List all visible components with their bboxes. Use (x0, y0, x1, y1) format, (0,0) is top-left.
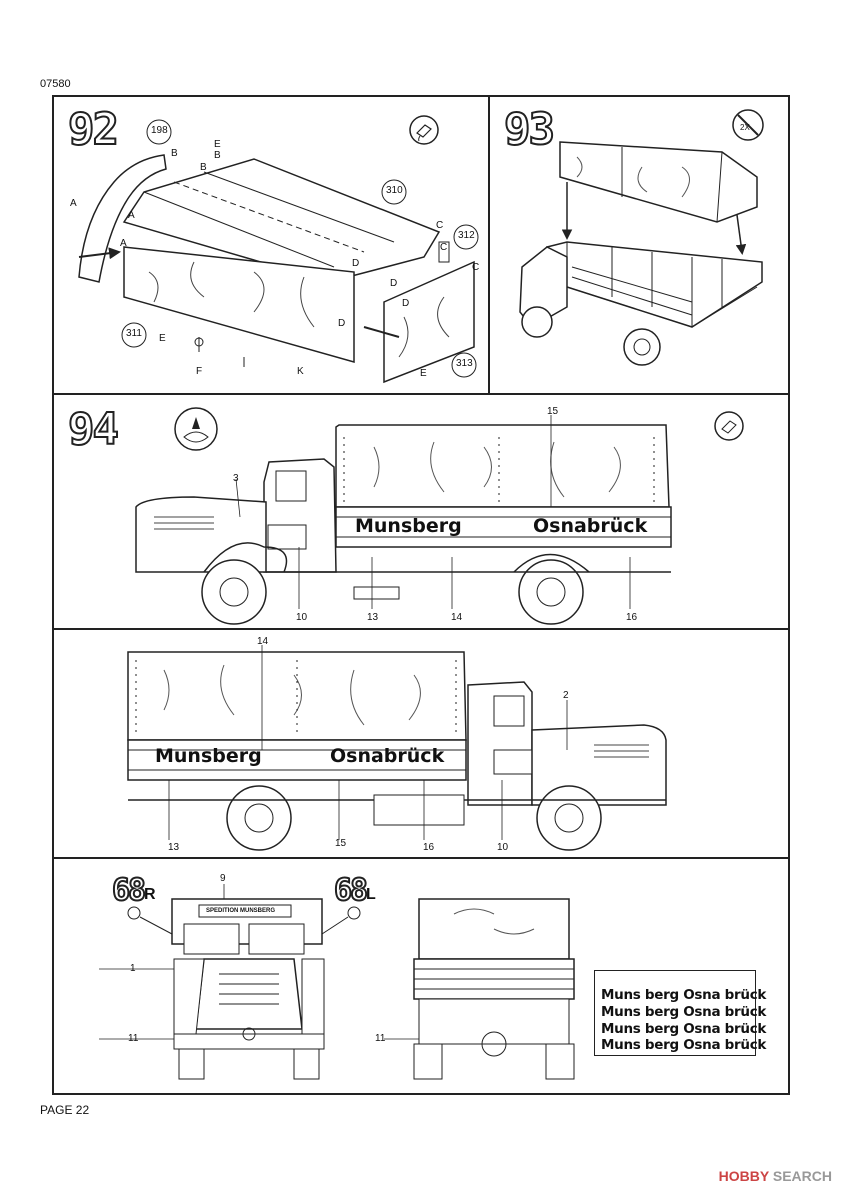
letter-C: C (472, 262, 480, 273)
kit-number: 07580 (40, 78, 71, 90)
letter-A: A (120, 238, 127, 249)
letter-E: E (420, 368, 427, 379)
step-number-94: 94 (67, 404, 120, 455)
letter-B: B (171, 148, 178, 159)
page-number: PAGE 22 (40, 1103, 90, 1117)
letter-B: B (214, 150, 221, 161)
callout-11: 11 (375, 1033, 386, 1044)
truck-front-view (99, 884, 361, 1080)
mirror-part-68-left: 68 (333, 873, 369, 908)
truck-side-view-right (127, 645, 667, 851)
callout-16: 16 (423, 842, 435, 853)
letter-A: A (70, 198, 77, 209)
quantity-label: 2X (740, 123, 750, 132)
decal-row: Muns berg Osna brück (601, 987, 767, 1003)
part-number-312: 312 (458, 230, 475, 241)
front-sign: SPEDITION MUNSBERG (206, 908, 276, 914)
callout-16: 16 (626, 612, 638, 623)
watermark-suffix: SEARCH (772, 1168, 832, 1184)
part-callout-313 (451, 352, 477, 378)
callout-13: 13 (367, 612, 379, 623)
letter-B: B (200, 162, 207, 173)
decal-row: Muns berg Osna brück (601, 1004, 767, 1020)
decal-city-name: Osnabrück (330, 745, 445, 767)
letter-D: D (352, 258, 360, 269)
divider (52, 628, 790, 630)
divider (52, 857, 790, 859)
callout-10: 10 (296, 612, 308, 623)
part-callout-312 (453, 224, 479, 250)
glue-icon (714, 411, 744, 441)
divider (488, 95, 490, 395)
truck-front-rear-views (99, 884, 575, 1080)
mirror-part-68-right: 68 (111, 873, 147, 908)
side-label-L: L (366, 886, 376, 903)
no-glue-icon (732, 109, 764, 141)
decal-city-name: Osnabrück (533, 515, 648, 537)
part-callout-198 (146, 119, 172, 145)
divider (52, 393, 790, 395)
callout-14: 14 (257, 636, 269, 647)
callout-14: 14 (451, 612, 463, 623)
watermark-brand: HOBBY (718, 1168, 769, 1184)
side-label-R: R (144, 886, 156, 903)
letter-A: A (128, 210, 135, 221)
part-number-313: 313 (456, 358, 473, 369)
decal-sheet: Muns berg Osna brück Muns berg Osna brüc… (594, 970, 766, 1056)
letter-F: F (196, 366, 203, 377)
callout-2: 2 (563, 690, 569, 701)
decal-row: Muns berg Osna brück (601, 1021, 767, 1037)
glue-icon (409, 115, 439, 145)
letter-K: K (297, 366, 304, 377)
callout-10: 10 (497, 842, 509, 853)
truck-rear-view (384, 898, 575, 1080)
callout-15: 15 (547, 406, 559, 417)
part-number-311: 311 (126, 328, 142, 339)
letter-D: D (338, 318, 346, 329)
part-callout-310 (381, 179, 407, 205)
part-number-310: 310 (386, 185, 403, 196)
part-number-198: 198 (151, 125, 168, 136)
letter-E: E (214, 139, 221, 150)
callout-13: 13 (168, 842, 180, 853)
callout-1: 1 (130, 963, 136, 974)
watermark: HOBBY SEARCH (719, 1168, 832, 1184)
instruction-frame (52, 95, 790, 1095)
letter-D: D (402, 298, 410, 309)
step-number-93: 93 (503, 104, 556, 155)
step-number-92: 92 (67, 104, 120, 155)
part-callout-311 (121, 322, 147, 348)
callout-9: 9 (220, 873, 226, 884)
decal-company-name: Munsberg (355, 515, 462, 537)
letter-D: D (390, 278, 398, 289)
decal-water-icon (174, 407, 218, 451)
letter-C: C (440, 242, 448, 253)
callout-3: 3 (233, 473, 239, 484)
letter-E: E (159, 333, 166, 344)
step-93-diagram (519, 109, 764, 366)
letter-C: C (436, 220, 444, 231)
step-92-diagram (78, 115, 479, 384)
decal-company-name: Munsberg (155, 745, 262, 767)
truck-side-view-left (135, 407, 744, 625)
callout-11: 11 (128, 1033, 139, 1044)
decal-row: Muns berg Osna brück (601, 1037, 767, 1053)
callout-15: 15 (335, 838, 347, 849)
